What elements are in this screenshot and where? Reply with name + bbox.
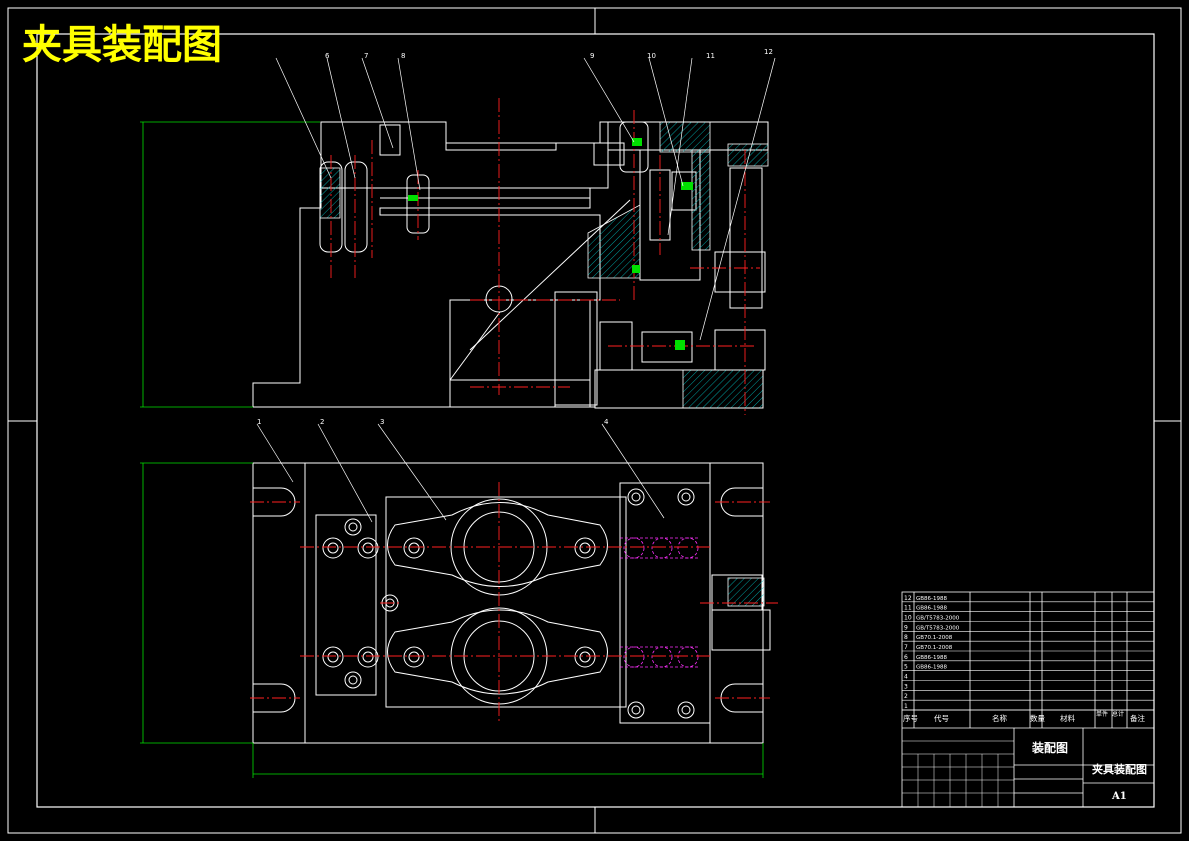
front-height-dimension (140, 121, 320, 408)
drawing-name-cell: 夹具装配图 (1092, 762, 1147, 776)
leaders-top (275, 57, 776, 341)
balloon-11: 11 (706, 52, 715, 60)
header-no: 序号 (903, 713, 918, 723)
parts-row-number: 2 (904, 693, 908, 700)
sheet-size: A1 (1111, 791, 1127, 802)
header-material: 材料 (1060, 713, 1076, 723)
sheet-border (7, 7, 1182, 834)
parts-row-number: 7 (904, 644, 908, 651)
balloon-6: 6 (325, 52, 330, 60)
balloon-4: 4 (604, 418, 609, 426)
hidden-features (620, 537, 700, 668)
balloon-12: 12 (764, 48, 773, 56)
parts-row-number: 1 (904, 703, 908, 710)
drawing-title: 夹具装配图 (22, 21, 222, 68)
top-view-dimensions (140, 462, 764, 778)
parts-row-number: 3 (904, 683, 908, 690)
front-view-outline (252, 121, 769, 409)
header-qty: 数量 (1030, 713, 1046, 723)
parts-row-number: 9 (904, 624, 908, 631)
balloon-labels-bottom: 1 2 3 4 (257, 418, 609, 426)
balloon-9: 9 (590, 52, 594, 60)
top-view (252, 462, 771, 744)
balloon-1: 1 (257, 418, 261, 426)
parts-row-code: GB86-1988 (916, 665, 948, 671)
front-view (252, 98, 769, 415)
parts-row-number: 10 (904, 615, 912, 622)
leaders-bottom (256, 423, 665, 523)
parts-row-number: 8 (904, 634, 908, 641)
parts-row-code: GB/T5783-2000 (916, 616, 960, 622)
balloon-7: 7 (364, 52, 368, 60)
parts-row-number: 11 (904, 605, 912, 612)
header-name: 名称 (992, 713, 1007, 723)
parts-row-code: GB86-1988 (916, 606, 948, 612)
balloon-labels-top: 6 7 8 9 10 11 12 (325, 48, 773, 60)
parts-row-number: 12 (904, 595, 912, 602)
centerlines-top (250, 482, 778, 722)
parts-list-header: 序号 代号 名称 数量 材料 单件 总计 备注 (903, 710, 1146, 723)
balloon-8: 8 (401, 52, 405, 60)
balloon-10: 10 (647, 52, 656, 60)
parts-row-code: GB86-1988 (916, 596, 948, 602)
thread-marks (408, 138, 693, 350)
sheet-title: 装配图 (1031, 740, 1068, 755)
header-unit: 单件 (1096, 710, 1108, 718)
header-code: 代号 (934, 713, 949, 723)
balloon-2: 2 (320, 418, 324, 426)
parts-row-number: 6 (904, 654, 908, 661)
header-total: 总计 (1112, 710, 1124, 718)
parts-row-code: GB/T5783-2000 (916, 625, 960, 631)
balloon-3: 3 (380, 418, 384, 426)
parts-row-number: 4 (904, 674, 908, 681)
parts-row-code: GB70.1-2008 (916, 635, 953, 641)
section-hatching (319, 121, 769, 409)
parts-row-code: GB86-1988 (916, 655, 948, 661)
parts-row-code: GB70.1-2008 (916, 645, 953, 651)
top-view-hatch (727, 577, 765, 607)
parts-row-number: 5 (904, 664, 908, 671)
header-remark: 备注 (1130, 713, 1146, 723)
